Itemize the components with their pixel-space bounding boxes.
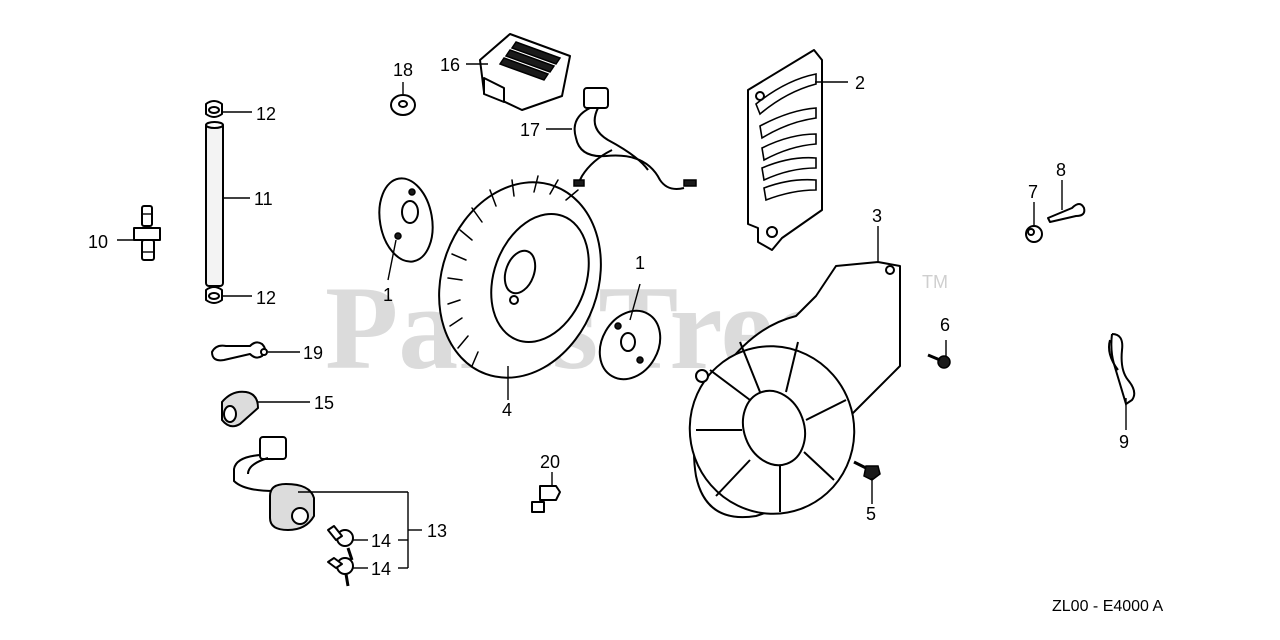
callout-8: 8 (1056, 160, 1066, 180)
part-16-voltage-regulator[interactable] (479, 33, 571, 111)
watermark-trademark: TM (922, 272, 948, 292)
diagram-code: ZL00 - E4000 A (1052, 598, 1164, 615)
part-7-nut[interactable] (1025, 225, 1043, 243)
part-8-pin[interactable] (1047, 203, 1086, 223)
part-4-cooling-fan[interactable] (413, 159, 628, 400)
callout-17: 17 (520, 120, 540, 140)
callout-5: 5 (866, 504, 876, 524)
part-17-wire-harness[interactable] (573, 87, 697, 190)
callout-18: 18 (393, 60, 413, 80)
part-1-hub-upper[interactable] (373, 174, 439, 266)
part-2-shroud-bracket[interactable] (747, 49, 823, 251)
callout-19: 19 (303, 343, 323, 363)
part-1-hub-lower[interactable] (588, 300, 672, 390)
part-18-washer[interactable] (390, 94, 416, 116)
part-20-screw[interactable] (531, 485, 561, 513)
callout-7: 7 (1028, 182, 1038, 202)
callout-13: 13 (427, 521, 447, 541)
callout-11: 11 (254, 189, 273, 209)
part-14-key-lower[interactable] (327, 557, 354, 587)
callout-16: 16 (440, 55, 460, 75)
callout-12-bottom: 12 (256, 288, 276, 308)
callouts: 12 11 12 10 18 16 17 2 1 4 1 3 6 5 7 8 9… (88, 55, 1129, 579)
callout-14-lower: 14 (371, 559, 391, 579)
leader-lines (117, 63, 1127, 569)
part-12-clip-top[interactable] (205, 100, 223, 118)
part-12-clip-bottom[interactable] (205, 286, 223, 304)
part-5-bolt[interactable] (853, 460, 881, 481)
callout-15: 15 (314, 393, 334, 413)
part-19-terminal[interactable] (211, 341, 268, 362)
part-3-fan-cover[interactable] (666, 261, 901, 537)
callout-4: 4 (502, 400, 512, 420)
callout-2: 2 (855, 73, 865, 93)
part-10-fuel-fitting[interactable] (133, 205, 161, 261)
part-6-screw[interactable] (927, 353, 951, 369)
callout-1-left: 1 (383, 285, 393, 305)
callout-1-right: 1 (635, 253, 645, 273)
part-11-tube[interactable] (205, 121, 224, 287)
callout-9: 9 (1119, 432, 1129, 452)
part-9-hair-clip[interactable] (1108, 333, 1136, 406)
callout-20: 20 (540, 452, 560, 472)
callout-14-upper: 14 (371, 531, 391, 551)
callout-12-top: 12 (256, 104, 276, 124)
part-15-cap[interactable] (221, 390, 259, 428)
callout-10: 10 (88, 232, 108, 252)
part-14-key-upper[interactable] (327, 525, 354, 561)
part-13-switch-assembly[interactable] (233, 436, 315, 531)
callout-3: 3 (872, 206, 882, 226)
callout-6: 6 (940, 315, 950, 335)
